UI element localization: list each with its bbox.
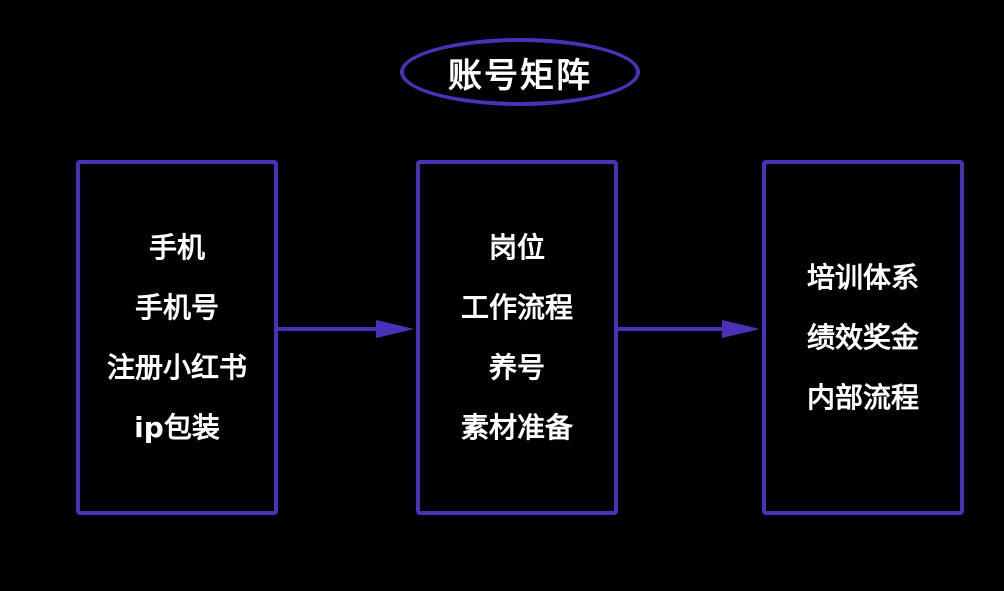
box3-item: 绩效奖金: [806, 320, 919, 354]
title-ellipse: 账号矩阵: [400, 38, 640, 106]
arrow-head-2: [722, 320, 760, 338]
box2-item: 岗位: [488, 230, 545, 264]
box1-item: 手机号: [134, 290, 219, 324]
box2-item: 素材准备: [460, 410, 573, 444]
diagram-title: 账号矩阵: [448, 55, 592, 96]
box-management: 培训体系 绩效奖金 内部流程: [762, 160, 964, 515]
box-account-setup: 手机 手机号 注册小红书 ip包装: [76, 160, 278, 515]
arrow-box1-to-box2: [278, 320, 414, 338]
box2-item: 工作流程: [460, 290, 573, 324]
box1-item: 注册小红书: [106, 350, 247, 384]
arrow-box2-to-box3: [618, 320, 760, 338]
box2-item: 养号: [488, 350, 545, 384]
box3-item: 培训体系: [806, 260, 919, 294]
arrow-head-1: [376, 320, 414, 338]
box3-item: 内部流程: [806, 380, 919, 414]
box-operations: 岗位 工作流程 养号 素材准备: [416, 160, 618, 515]
box1-item: 手机: [148, 230, 205, 264]
box1-item: ip包装: [134, 410, 220, 444]
